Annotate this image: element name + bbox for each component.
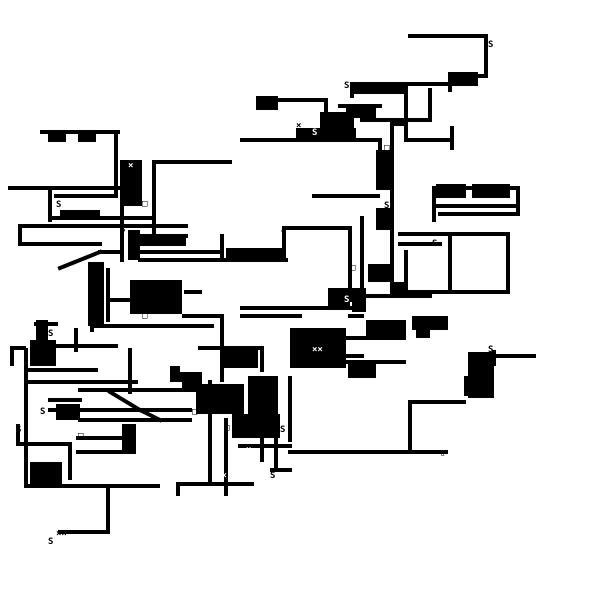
solid-rock [366,320,406,340]
solid-rock [140,236,186,246]
solid-rock [346,104,376,118]
start-marker[interactable]: S [280,425,285,435]
solid-rock [328,288,350,308]
start-marker[interactable]: S [384,201,389,211]
solid-rock [348,364,376,378]
solid-rock [436,184,466,198]
start-marker[interactable]: S [488,40,493,50]
start-marker[interactable]: S [40,407,45,417]
loot-marker[interactable]: × [296,121,301,131]
solid-rock [120,160,142,206]
solid-rock [376,208,390,230]
solid-rock [472,184,510,198]
solid-rock [30,462,62,486]
loot-marker[interactable]: ×× [312,345,323,355]
start-marker[interactable]: S [312,128,317,138]
start-marker[interactable]: S [48,537,53,547]
door-marker[interactable]: □ [78,431,84,441]
solid-rock [320,112,354,132]
start-marker[interactable]: S [270,471,275,481]
loot-marker[interactable]: ×× [216,471,227,481]
solid-rock [248,376,278,414]
door-marker[interactable]: □ [350,263,356,273]
solid-rock [78,130,96,142]
solid-rock [30,340,56,366]
loot-marker[interactable]: × [128,161,133,171]
loot-marker[interactable]: × [76,199,81,209]
start-marker[interactable]: S [344,81,349,91]
solid-rock [416,330,430,338]
door-marker[interactable]: □ [384,143,390,153]
solid-rock [296,128,356,138]
start-marker[interactable]: S [16,425,21,435]
start-marker[interactable]: S [48,329,53,339]
solid-rock [48,130,66,142]
loot-marker[interactable]: ×××× [182,487,204,497]
solid-rock [130,280,182,314]
teleport-marker[interactable]: ▵ [280,225,285,235]
solid-rock [60,210,100,220]
door-marker[interactable]: □ [142,311,148,321]
solid-rock [180,372,190,382]
solid-rock [122,424,134,452]
corridor-wall [137,407,163,423]
solid-rock [56,404,80,420]
start-marker[interactable]: S [56,200,61,210]
solid-rock [448,72,478,86]
solid-rock [224,346,258,368]
loot-marker[interactable]: × [246,445,251,455]
solid-rock [376,150,392,190]
solid-rock [352,288,366,312]
start-marker[interactable]: S [488,345,493,355]
solid-rock [464,376,476,396]
solid-rock-layer [30,72,510,486]
solid-rock [232,414,280,438]
door-marker[interactable]: □ [224,423,230,433]
solid-rock [88,262,104,326]
solid-rock [170,366,180,382]
loot-marker[interactable]: ×× [56,529,67,539]
solid-rock [226,248,286,262]
start-marker[interactable]: S [120,225,125,235]
teleport-marker[interactable]: ▵ [440,449,445,459]
solid-rock [412,316,448,330]
solid-rock [256,96,278,110]
solid-rock [128,230,140,260]
solid-rock [368,264,392,282]
door-marker[interactable]: □ [192,407,198,417]
solid-rock [196,384,244,414]
corridor-wall [107,389,143,413]
solid-rock [290,328,346,368]
start-marker[interactable]: S [344,295,349,305]
door-marker[interactable]: □ [142,199,148,209]
solid-rock [352,82,408,94]
start-marker[interactable]: S [432,239,437,249]
solid-rock [394,282,408,296]
corridor-wall [57,249,103,271]
